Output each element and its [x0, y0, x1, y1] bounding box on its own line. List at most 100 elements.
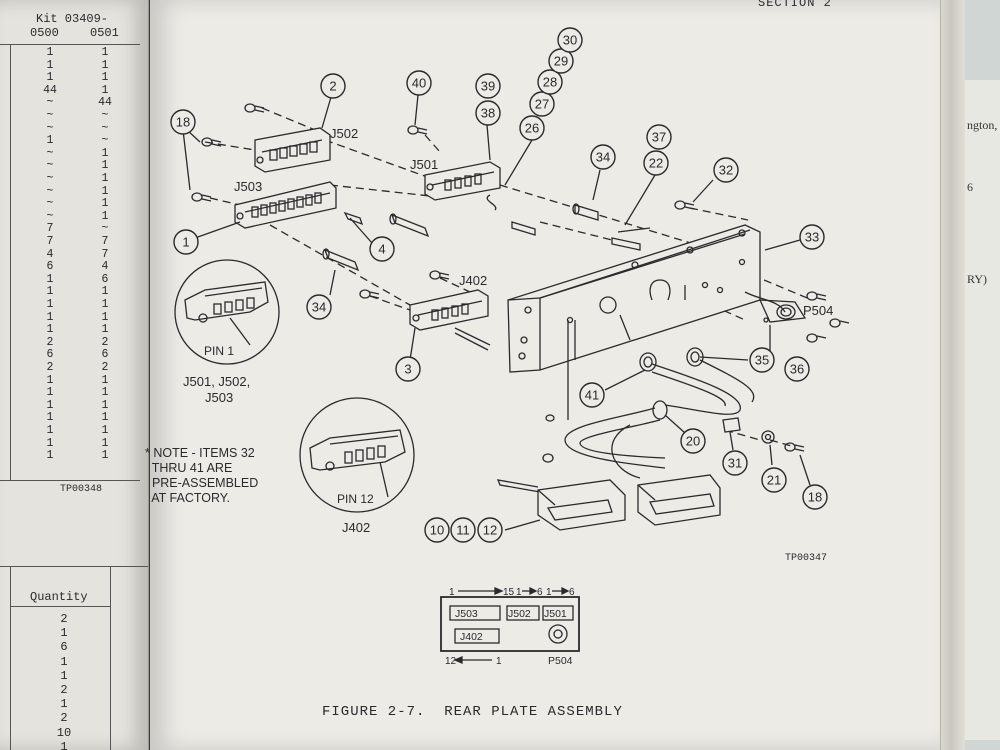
kit-cell-0500: 1	[46, 398, 54, 412]
kit-cell-0501: 1	[101, 424, 109, 437]
kit-cell-0501: 1	[101, 398, 109, 412]
callout-circle	[173, 229, 199, 255]
callout-number: 40	[412, 76, 426, 91]
right-page-sheet	[965, 80, 1000, 740]
kit-cell-0501: 2	[101, 361, 109, 374]
callout-circle	[475, 100, 501, 126]
callout-circle	[537, 69, 563, 95]
kit-cell-0501: 1	[101, 310, 109, 324]
pin12-caption: J402	[342, 520, 370, 535]
callout-number: 41	[585, 388, 599, 403]
kit-table-row: ~44	[0, 96, 140, 109]
kit-cell-0501: 1	[101, 209, 109, 223]
quantity-cell: 2	[60, 683, 68, 697]
callout-number: 4	[378, 242, 385, 257]
callout-circle	[749, 347, 775, 373]
callout-number: 2	[329, 79, 336, 94]
callout-circle	[579, 382, 605, 408]
callout-number: 27	[535, 97, 549, 112]
kit-cell-0501: 1	[101, 146, 109, 160]
note-line: THRU 41 ARE	[145, 461, 233, 475]
kit-cell-0500: 44	[43, 83, 57, 97]
callout-circle	[590, 144, 616, 170]
callout-number: 33	[805, 230, 819, 245]
right-page-fragment: RY)	[967, 272, 988, 286]
kit-cell-0500: ~	[46, 184, 54, 198]
callout-number: 30	[563, 33, 577, 48]
kit-cell-0501: 1	[101, 373, 109, 387]
callout-circle	[761, 467, 787, 493]
kit-cell-0500: 1	[46, 373, 54, 387]
callout-number: 38	[481, 106, 495, 121]
detail-view-pin1	[174, 259, 280, 365]
panel-dim-bottom-12: 12	[445, 656, 457, 667]
label-p504: P504	[803, 303, 833, 318]
quantity-cell: 2	[60, 711, 68, 726]
panel-dim-bottom-1: 1	[496, 656, 502, 667]
kit-cell-0500: 1	[46, 436, 54, 450]
kit-cell-0500: 1	[46, 272, 54, 286]
kit-cell-0501: 1	[101, 184, 109, 198]
callout-circle	[713, 157, 739, 183]
callout-number: 31	[728, 456, 742, 471]
callout-circle	[784, 356, 810, 382]
figure-code: TP00347	[785, 553, 827, 564]
kit-cell-0501: 7	[101, 235, 109, 248]
quantity-cell: 2	[60, 612, 68, 626]
label-j502: J502	[330, 126, 358, 141]
kit-cell-0501: 7	[101, 247, 109, 261]
kit-cell-0501: 1	[101, 449, 109, 463]
kit-cell-0500: ~	[46, 121, 54, 135]
pin1-caption-line1: J501, J502,	[183, 374, 250, 389]
kit-column-0500: 0500	[30, 26, 59, 40]
note-line: PRE-ASSEMBLED	[145, 476, 259, 490]
kit-table-border	[10, 44, 11, 480]
kit-cell-0500: 7	[46, 222, 54, 236]
kit-cell-0501: ~	[101, 134, 109, 148]
callout-number: 34	[312, 300, 326, 315]
panel-layout-inset	[440, 586, 580, 664]
pin12-label: PIN 12	[337, 492, 374, 506]
callout-number: 26	[525, 121, 539, 136]
callout-circle	[320, 73, 346, 99]
kit-cell-0500: 1	[46, 58, 54, 72]
standoffs	[322, 194, 651, 351]
panel-slot-j501: J501	[544, 608, 567, 620]
kit-table-row: ~1	[0, 146, 140, 160]
panel-slot-p504: P504	[548, 655, 573, 667]
kit-cell-0501: 6	[101, 348, 109, 362]
dsub-connector-left	[537, 479, 626, 531]
right-page-fragment: ngton,	[967, 118, 998, 132]
panel-dim-top-15: 15	[503, 587, 515, 598]
callout-number: 18	[176, 115, 190, 130]
callout-number: 34	[596, 150, 610, 165]
callout-circle	[395, 356, 421, 382]
kit-cell-0500: 6	[46, 260, 54, 274]
kit-table-bottom-rule	[0, 480, 140, 481]
kit-cell-0501: 1	[101, 298, 109, 311]
main-page	[150, 0, 940, 750]
pin1-label: PIN 1	[204, 344, 234, 358]
kit-cell-0500: 7	[46, 235, 54, 248]
callout-number: 37	[652, 130, 666, 145]
callout-leaders	[182, 94, 811, 531]
callout-number: 1	[182, 235, 189, 250]
cables	[496, 359, 755, 493]
dsub-connector-right	[637, 474, 721, 526]
panel-dim-top-1b: 1	[516, 587, 522, 598]
quantity-cell: 1	[60, 739, 68, 750]
